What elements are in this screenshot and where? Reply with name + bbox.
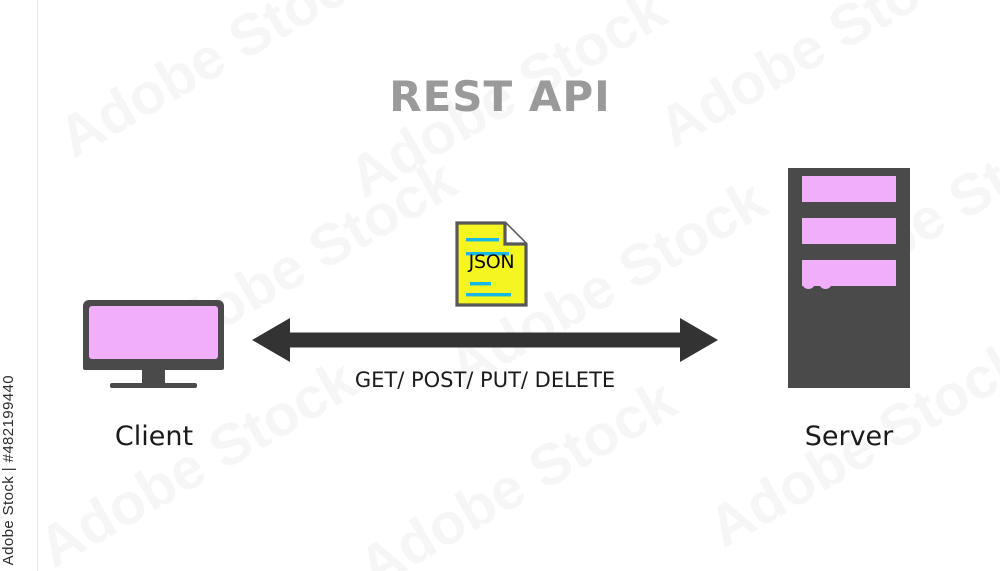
server-label: Server [804, 421, 894, 452]
http-methods-label: GET/ POST/ PUT/ DELETE [354, 368, 616, 392]
server-tower-icon [788, 168, 910, 388]
server-bay [802, 218, 896, 244]
server-bay [802, 260, 896, 286]
background-watermark: Adobe Stock [347, 366, 688, 571]
page-title: REST API [389, 72, 611, 121]
monitor-stand-neck [142, 370, 165, 386]
server-indicator-light [819, 276, 832, 289]
monitor-screen [89, 306, 218, 359]
watermark-credit: Adobe Stock | #482199440 [0, 374, 17, 565]
desktop-monitor-icon [83, 300, 224, 370]
watermark-strip: Adobe Stock | #482199440 [0, 0, 38, 571]
monitor-stand-base [110, 383, 197, 388]
server-bay [802, 176, 896, 202]
server-indicator-light [802, 276, 815, 289]
client-label: Client [114, 421, 194, 452]
double-headed-arrow-icon [252, 318, 718, 362]
json-file-icon: JSON [455, 221, 528, 307]
